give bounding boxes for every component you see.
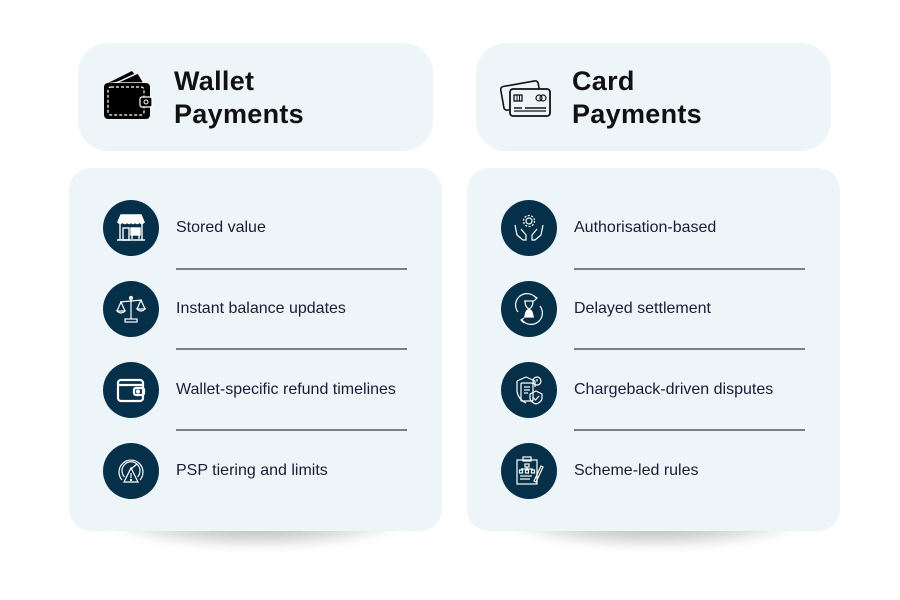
wallet-features-card: Stored value Instant balance updates	[69, 168, 442, 531]
card-features-card: Authorisation-based Delayed settlement	[467, 168, 840, 531]
list-item: PSP tiering and limits	[103, 441, 413, 501]
shield-document-icon	[501, 362, 557, 418]
list-item: Authorisation-based	[501, 198, 811, 258]
list-item: Chargeback-driven disputes	[501, 360, 811, 420]
card-payments-title: Card Payments	[572, 65, 792, 131]
item-label: Wallet-specific refund timelines	[176, 381, 396, 398]
hourglass-cycle-icon	[501, 281, 557, 337]
list-item: Delayed settlement	[501, 279, 811, 339]
gauge-warning-icon	[103, 443, 159, 499]
divider	[574, 429, 805, 431]
credit-cards-icon	[500, 80, 551, 117]
list-item: Wallet-specific refund timelines	[103, 360, 413, 420]
wallet-icon	[103, 362, 159, 418]
divider	[176, 429, 407, 431]
item-label: Scheme-led rules	[574, 462, 699, 479]
item-label: PSP tiering and limits	[176, 462, 328, 479]
item-label: Authorisation-based	[574, 219, 717, 236]
hands-gear-icon	[501, 200, 557, 256]
wallet-icon	[104, 71, 153, 119]
item-label: Delayed settlement	[574, 300, 711, 317]
item-label: Stored value	[176, 219, 266, 236]
title-line-2: Payments	[572, 99, 702, 129]
divider	[574, 348, 805, 350]
storefront-icon	[103, 200, 159, 256]
list-item: Stored value	[103, 198, 413, 258]
clipboard-flowchart-icon	[501, 443, 557, 499]
title-line-1: Card	[572, 66, 635, 96]
wallet-payments-header: Wallet Payments	[78, 43, 433, 151]
title-line-1: Wallet	[174, 66, 255, 96]
divider	[176, 268, 407, 270]
wallet-payments-title: Wallet Payments	[174, 65, 394, 131]
divider	[574, 268, 805, 270]
title-line-2: Payments	[174, 99, 304, 129]
list-item: Instant balance updates	[103, 279, 413, 339]
card-payments-header: Card Payments	[476, 43, 831, 151]
divider	[176, 348, 407, 350]
list-item: Scheme-led rules	[501, 441, 811, 501]
balance-scale-icon	[103, 281, 159, 337]
item-label: Chargeback-driven disputes	[574, 381, 774, 398]
item-label: Instant balance updates	[176, 300, 346, 317]
